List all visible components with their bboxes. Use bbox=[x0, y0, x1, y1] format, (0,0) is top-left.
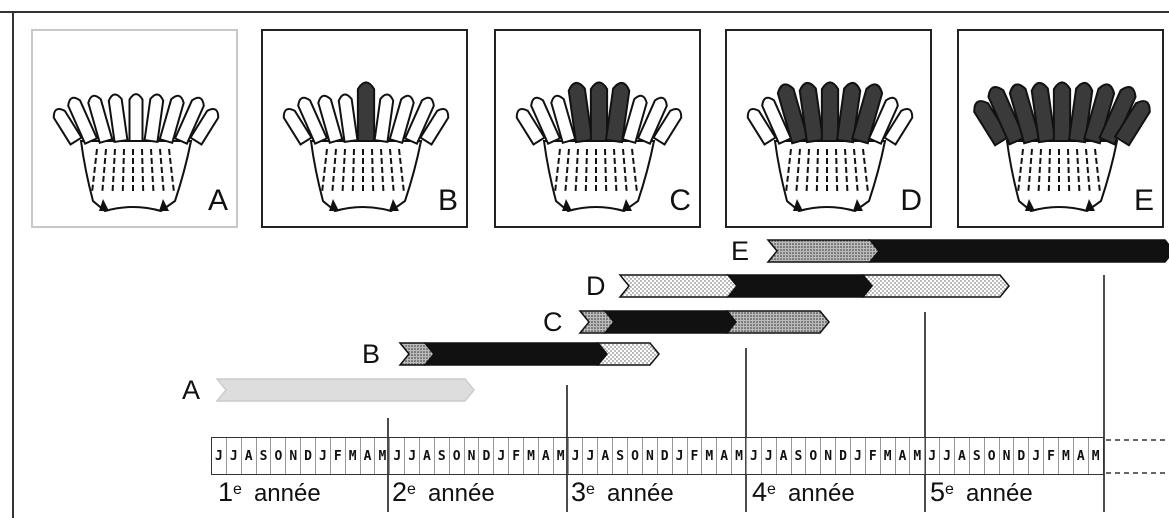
month-cell: F bbox=[331, 438, 346, 474]
month-cell: F bbox=[509, 438, 524, 474]
month-cell: N bbox=[1000, 438, 1015, 474]
month-cell: S bbox=[435, 438, 450, 474]
bar-segment bbox=[217, 379, 474, 401]
month-cell: J bbox=[925, 438, 940, 474]
month-cell: A bbox=[420, 438, 435, 474]
month-cell: A bbox=[598, 438, 613, 474]
month-cell: M bbox=[346, 438, 361, 474]
month-cell: A bbox=[242, 438, 257, 474]
month-cell: S bbox=[970, 438, 985, 474]
month-cell: N bbox=[286, 438, 301, 474]
month-cell: A bbox=[955, 438, 970, 474]
month-cell: J bbox=[851, 438, 866, 474]
month-cell: A bbox=[361, 438, 376, 474]
month-cell: F bbox=[1044, 438, 1059, 474]
bar-segment bbox=[598, 343, 659, 365]
month-cell: N bbox=[821, 438, 836, 474]
bar-e bbox=[768, 240, 1169, 262]
month-cell: F bbox=[688, 438, 703, 474]
month-cell: M bbox=[1089, 438, 1103, 474]
month-cell: M bbox=[881, 438, 896, 474]
month-cell: J bbox=[583, 438, 598, 474]
bar-segment bbox=[620, 275, 737, 297]
month-cell: D bbox=[479, 438, 494, 474]
month-cell: S bbox=[792, 438, 807, 474]
bar-a bbox=[217, 379, 474, 401]
month-cell: M bbox=[732, 438, 747, 474]
bar-segment bbox=[768, 240, 879, 262]
bar-segment bbox=[870, 240, 1169, 262]
month-cell: J bbox=[405, 438, 420, 474]
month-cell: A bbox=[1074, 438, 1089, 474]
month-cell: J bbox=[762, 438, 777, 474]
bar-b bbox=[400, 343, 659, 365]
month-cell: J bbox=[390, 438, 405, 474]
month-cell: J bbox=[212, 438, 227, 474]
month-cell: N bbox=[465, 438, 480, 474]
month-cell: M bbox=[1059, 438, 1074, 474]
month-cell: D bbox=[658, 438, 673, 474]
bar-label: A bbox=[182, 377, 200, 404]
month-cell: F bbox=[866, 438, 881, 474]
month-cell: M bbox=[524, 438, 539, 474]
bar-label: D bbox=[586, 273, 606, 300]
month-cell: M bbox=[910, 438, 925, 474]
month-cell: D bbox=[1014, 438, 1029, 474]
month-cell: M bbox=[375, 438, 390, 474]
month-cell: O bbox=[985, 438, 1000, 474]
bar-label: E bbox=[731, 238, 749, 265]
month-cell: O bbox=[271, 438, 286, 474]
month-cell: J bbox=[227, 438, 242, 474]
month-cell: M bbox=[554, 438, 569, 474]
bar-segment bbox=[727, 311, 829, 333]
month-cell: S bbox=[613, 438, 628, 474]
bar-segment bbox=[728, 275, 872, 297]
bar-segment bbox=[605, 311, 736, 333]
month-cell: A bbox=[777, 438, 792, 474]
bar-d bbox=[620, 275, 1009, 297]
month-cell: J bbox=[494, 438, 509, 474]
month-cell: O bbox=[450, 438, 465, 474]
month-cell: J bbox=[940, 438, 955, 474]
bar-segment bbox=[425, 343, 607, 365]
bar-label: B bbox=[362, 341, 380, 368]
month-cell: M bbox=[702, 438, 717, 474]
month-cell: J bbox=[747, 438, 762, 474]
month-cell: J bbox=[316, 438, 331, 474]
month-cell: J bbox=[673, 438, 688, 474]
month-cell: A bbox=[717, 438, 732, 474]
month-cell: J bbox=[1029, 438, 1044, 474]
month-cell: A bbox=[896, 438, 911, 474]
bar-segment bbox=[863, 275, 1009, 297]
month-cell: A bbox=[539, 438, 554, 474]
bar-label: C bbox=[543, 309, 563, 336]
month-cell: J bbox=[569, 438, 584, 474]
month-cell: S bbox=[257, 438, 272, 474]
bar-c bbox=[580, 311, 829, 333]
month-cell: D bbox=[301, 438, 316, 474]
month-cell: D bbox=[836, 438, 851, 474]
month-cell: O bbox=[806, 438, 821, 474]
month-cell: O bbox=[628, 438, 643, 474]
month-cell: N bbox=[643, 438, 658, 474]
